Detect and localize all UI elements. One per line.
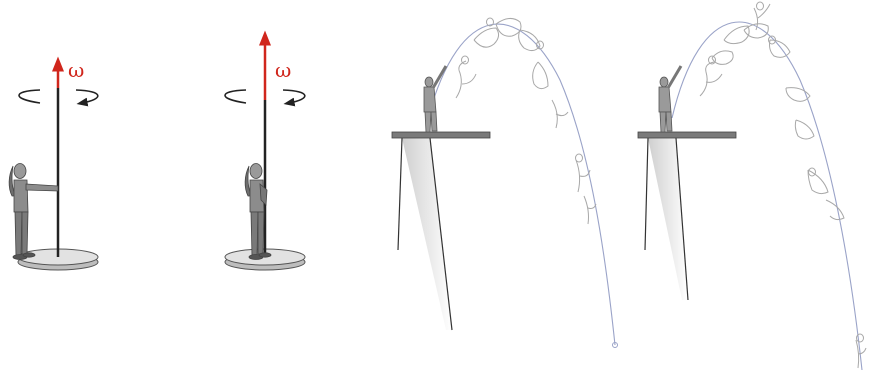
person-arms-extended <box>9 164 58 260</box>
omega-label: ω <box>68 60 84 80</box>
diving-platform <box>638 132 736 300</box>
panel-dive-fast-rotation <box>638 2 866 370</box>
panel-spinning-arms-tucked <box>225 38 305 270</box>
diving-platform <box>392 132 490 330</box>
omega-label: ω <box>275 60 291 80</box>
diver-standing <box>659 66 681 132</box>
center-of-mass-trajectory <box>672 22 862 370</box>
diver-motion-sequence <box>700 2 866 368</box>
panel-dive-slow-rotation <box>392 18 618 348</box>
panel-spinning-arms-extended <box>9 64 98 270</box>
person-arms-tucked <box>245 164 271 260</box>
center-of-mass-trajectory <box>428 24 615 345</box>
